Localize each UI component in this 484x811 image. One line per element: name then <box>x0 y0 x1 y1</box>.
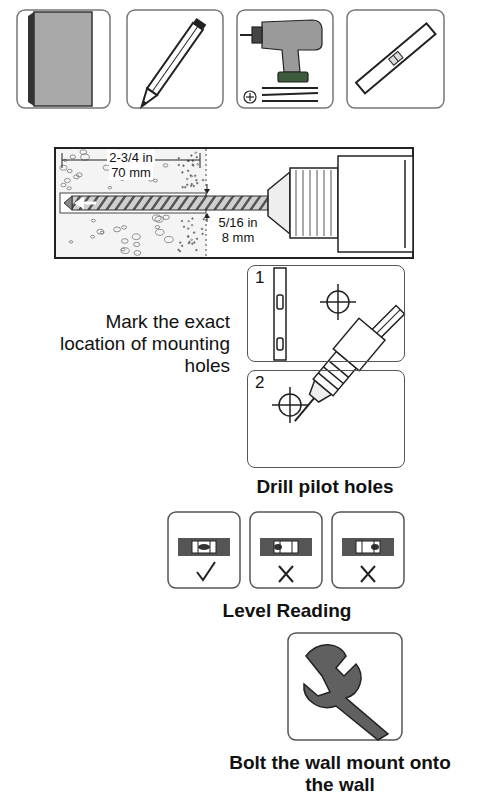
drill-hole-illustration <box>272 318 385 432</box>
level-readings <box>168 512 404 588</box>
dimension-label-text: 70 mm <box>109 165 153 180</box>
dimension-label: 8 mm <box>211 231 265 246</box>
dimension-label: 5/16 in <box>211 216 265 231</box>
wrench-icon <box>288 633 402 740</box>
step-note: Mark the exact location of mounting hole… <box>58 311 230 377</box>
callout-number: 2 <box>248 371 271 396</box>
tool-icons <box>17 10 444 108</box>
dimension-label: 2-3/4 in <box>96 151 166 166</box>
level-icon <box>356 23 435 93</box>
step-caption: Bolt the wall mount onto the wall <box>222 752 458 796</box>
step-panel: 1 <box>247 265 405 362</box>
step-caption-text: Level Reading <box>223 600 352 621</box>
dimension-label: 70 mm <box>96 166 166 181</box>
callout-number: 1 <box>248 266 271 291</box>
step-caption: Level Reading <box>187 600 387 622</box>
wall-icon <box>28 12 92 106</box>
step-panel: 2 <box>247 370 405 468</box>
step-note-text: Mark the exact location of mounting hole… <box>60 311 230 376</box>
dimension-label-text: 5/16 in <box>216 215 259 230</box>
step-caption: Drill pilot holes <box>225 476 425 498</box>
step-caption-text: Drill pilot holes <box>256 476 393 497</box>
dimension-label-text: 2-3/4 in <box>107 150 154 165</box>
pencil-icon <box>137 18 206 110</box>
drill-icon <box>240 20 322 103</box>
step-caption-text: Bolt the wall mount onto the wall <box>229 752 451 795</box>
drilling-section <box>55 148 413 258</box>
dimension-label-text: 8 mm <box>220 230 257 245</box>
